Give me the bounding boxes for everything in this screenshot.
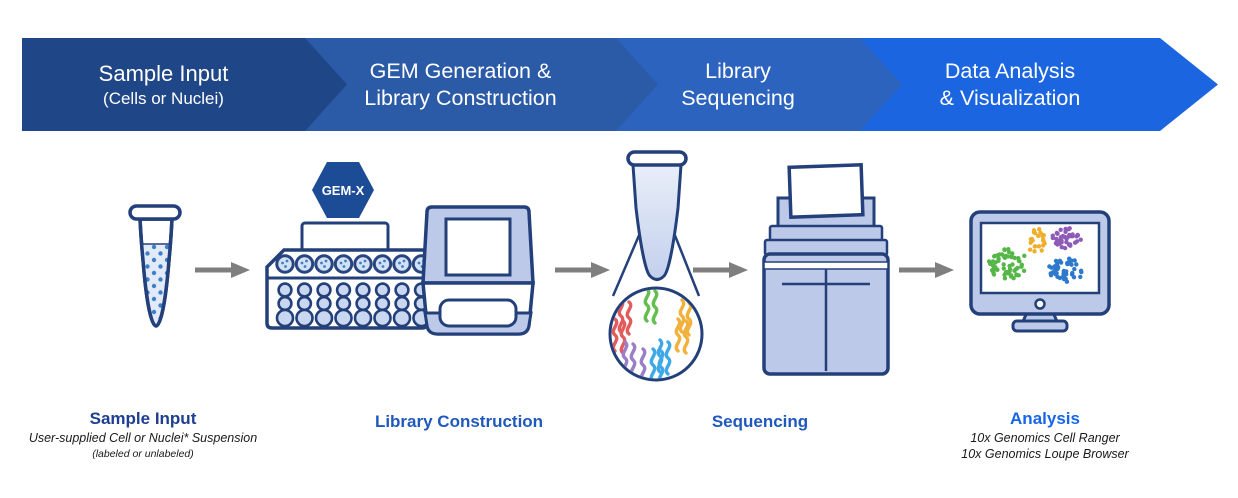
sample-tube-icon — [128, 204, 182, 328]
chip-sample-wells — [275, 254, 432, 274]
library-tube-icon — [608, 150, 704, 382]
banner-sample-input-line2: (Cells or Nuclei) — [103, 88, 224, 108]
gem-chip-icon — [265, 221, 432, 330]
sequencer-icon — [762, 162, 890, 376]
caption-library-construction-title: Library Construction — [374, 412, 544, 431]
gem-x-hexagon-icon: GEM-X — [312, 162, 374, 218]
banner-library-sequencing: Library Sequencing — [616, 38, 902, 131]
flow-arrow-icon-2 — [555, 262, 610, 278]
analysis-monitor-icon — [969, 210, 1111, 333]
banner-sample-input-line1: Sample Input — [98, 61, 229, 87]
chromium-instrument-icon — [421, 205, 535, 336]
caption-library-construction: Library Construction — [329, 412, 589, 432]
gem-x-badge-label: GEM-X — [322, 183, 365, 198]
banner-library-sequencing-line1: Library — [705, 58, 771, 83]
banner-data-analysis-line1: Data Analysis — [944, 58, 1076, 83]
banner-library-sequencing-line2: Sequencing — [681, 85, 795, 110]
chip-reagent-wells — [275, 282, 431, 328]
banner-sample-input: Sample Input (Cells or Nuclei) — [22, 38, 347, 131]
banner-gem-generation-line1: GEM Generation & — [369, 58, 552, 83]
caption-sample-input-note: (labeled or unlabeled) — [92, 447, 194, 460]
caption-sequencing: Sequencing — [630, 412, 890, 432]
caption-sample-input: Sample Input User-supplied Cell or Nucle… — [13, 409, 273, 460]
banner-data-analysis: Data Analysis & Visualization — [860, 38, 1218, 131]
banner-data-analysis-line2: & Visualization — [939, 85, 1081, 110]
banner-gem-generation: GEM Generation & Library Construction — [305, 38, 658, 131]
caption-sequencing-title: Sequencing — [711, 412, 809, 431]
caption-sample-input-subtitle: User-supplied Cell or Nuclei* Suspension — [28, 431, 258, 445]
flow-arrow-icon-1 — [195, 262, 250, 278]
flow-arrow-icon-3 — [693, 262, 748, 278]
monitor-cluster-dots — [986, 226, 1084, 284]
caption-analysis: Analysis 10x Genomics Cell Ranger 10x Ge… — [915, 409, 1175, 462]
caption-analysis-subtitle1: 10x Genomics Cell Ranger — [970, 431, 1120, 445]
caption-sample-input-title: Sample Input — [89, 409, 197, 428]
caption-analysis-title: Analysis — [1010, 409, 1080, 428]
caption-analysis-subtitle2: 10x Genomics Loupe Browser — [961, 446, 1129, 461]
banner-gem-generation-line2: Library Construction — [364, 85, 557, 110]
flow-arrow-icon-4 — [899, 262, 954, 278]
